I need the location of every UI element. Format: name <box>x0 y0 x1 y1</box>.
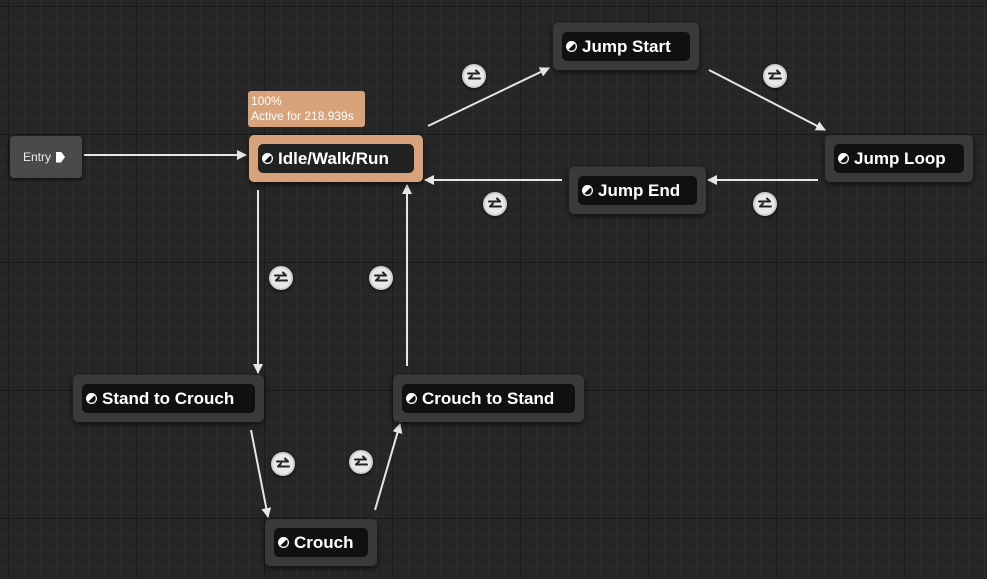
transition-rule-icon[interactable] <box>269 266 293 290</box>
state-jump-end[interactable]: Jump End <box>569 167 706 214</box>
state-label: Crouch to Stand <box>422 388 555 408</box>
transition-rule-icon[interactable] <box>369 266 393 290</box>
wire-standtocrouch-to-crouch <box>250 429 272 518</box>
entry-node[interactable]: Entry <box>10 136 82 178</box>
state-half-circle-icon <box>86 393 97 404</box>
state-label: Jump Start <box>582 36 671 56</box>
transition-rule-icon[interactable] <box>483 192 507 216</box>
transition-rule-icon[interactable] <box>753 192 777 216</box>
state-active-time: Active for 218.939s <box>251 109 354 123</box>
state-crouch[interactable]: Crouch <box>265 519 377 566</box>
transition-rule-icon[interactable] <box>349 450 373 474</box>
exec-pin-icon[interactable] <box>56 151 66 163</box>
state-weight: 100% <box>251 94 282 108</box>
entry-label: Entry <box>23 150 52 164</box>
state-half-circle-icon <box>262 153 273 164</box>
state-stand-to-crouch[interactable]: Stand to Crouch <box>73 375 264 422</box>
state-jump-loop[interactable]: Jump Loop <box>825 135 973 182</box>
state-label: Jump Loop <box>854 148 946 168</box>
state-jump-start[interactable]: Jump Start <box>553 23 699 70</box>
state-label: Stand to Crouch <box>102 388 235 408</box>
wire-crouch-to-crouchtostand <box>374 423 403 511</box>
state-half-circle-icon <box>582 185 593 196</box>
state-label: Jump End <box>598 180 681 200</box>
transition-rule-icon[interactable] <box>462 64 486 88</box>
state-crouch-to-stand[interactable]: Crouch to Stand <box>393 375 584 422</box>
state-idle-walk-run[interactable]: Idle/Walk/Run <box>249 135 423 182</box>
state-half-circle-icon <box>838 153 849 164</box>
wire-jumpstart-to-jumploop <box>708 69 826 131</box>
state-label: Idle/Walk/Run <box>278 148 389 168</box>
wire-idle-to-jumpstart <box>427 67 550 127</box>
state-half-circle-icon <box>566 41 577 52</box>
transition-rule-icon[interactable] <box>271 452 295 476</box>
state-half-circle-icon <box>406 393 417 404</box>
transition-rule-icon[interactable] <box>763 64 787 88</box>
state-half-circle-icon <box>278 537 289 548</box>
active-state-tooltip: 100% Active for 218.939s <box>248 91 365 127</box>
state-label: Crouch <box>294 532 354 552</box>
